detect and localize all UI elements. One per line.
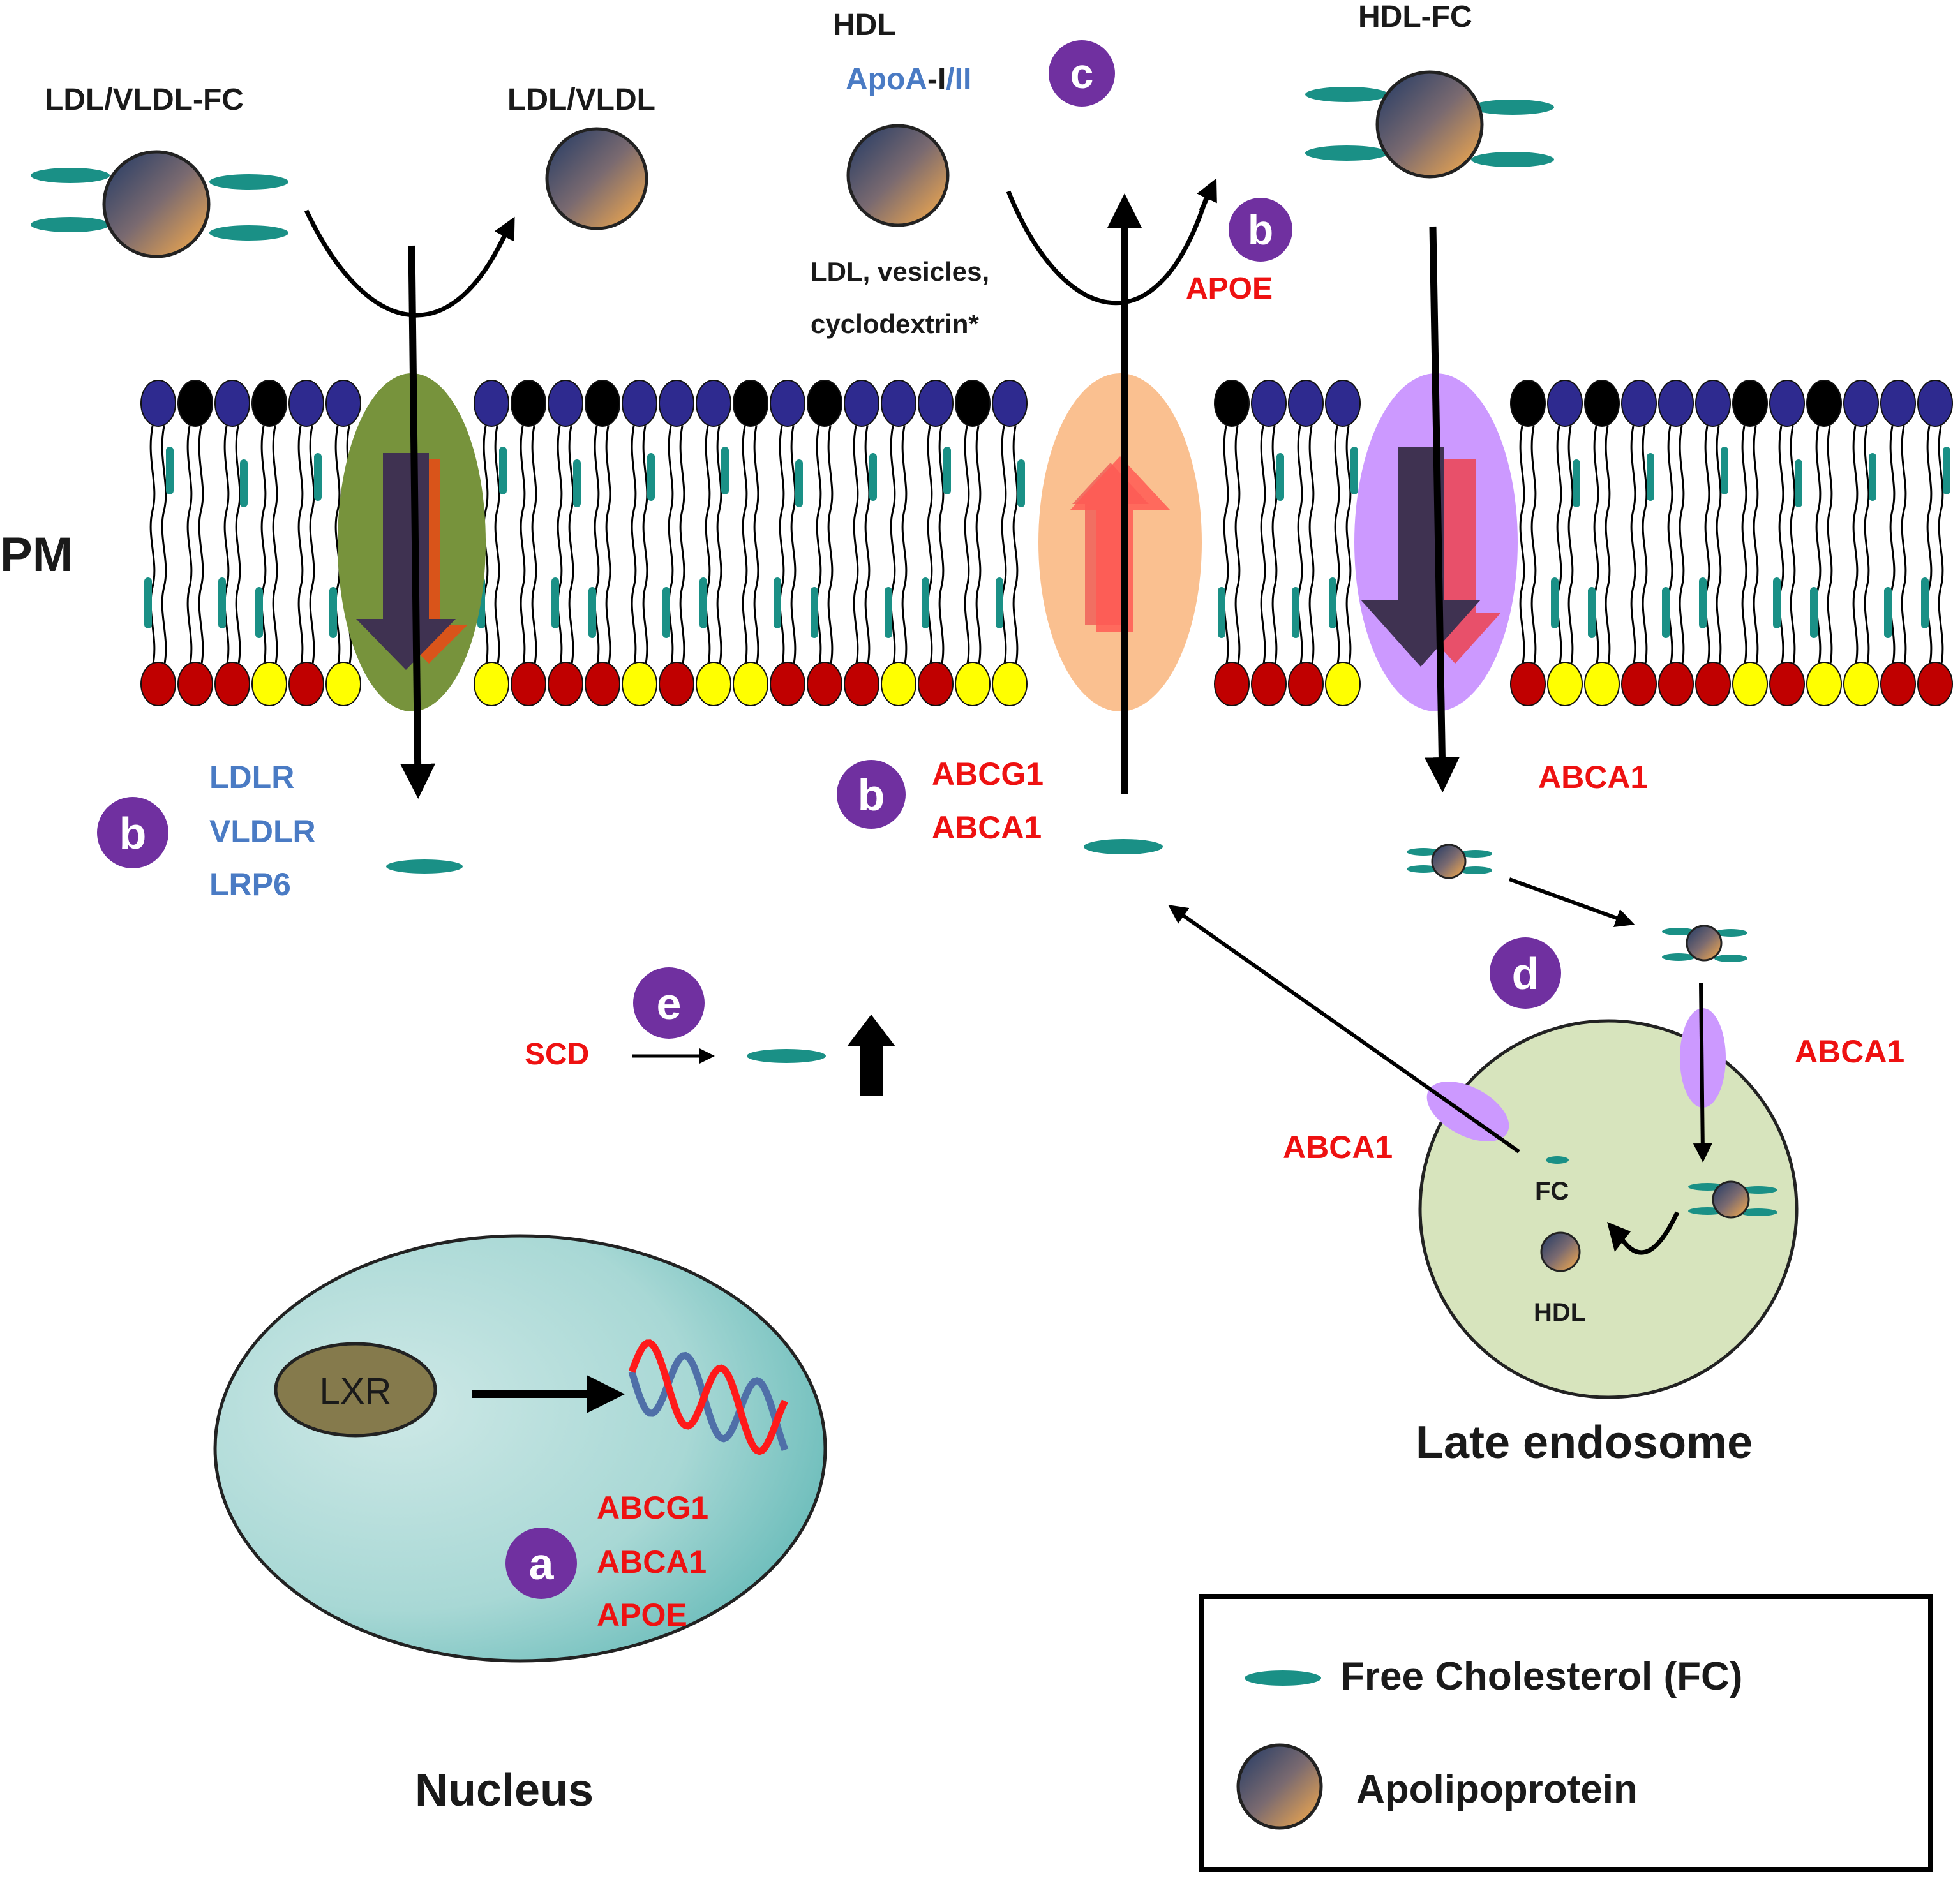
ldl-vldl-particle bbox=[545, 127, 648, 230]
svg-text:d: d bbox=[1512, 949, 1539, 999]
svg-text:c: c bbox=[1070, 50, 1094, 97]
ldl-exchange-curve bbox=[304, 209, 507, 318]
badge-b-mid: b bbox=[837, 760, 906, 829]
badge-c: c bbox=[1049, 40, 1115, 107]
abca1-endosome-left bbox=[1426, 1082, 1509, 1141]
hdl-fc-particle bbox=[1305, 70, 1554, 179]
label-nucleus: Nucleus bbox=[415, 1765, 594, 1816]
label-ldl-vldl-fc: LDL/VLDL-FC bbox=[45, 83, 244, 117]
svg-text:b: b bbox=[858, 770, 885, 820]
ldlr-influx-block-arrow bbox=[356, 453, 467, 670]
dna-helix-icon bbox=[628, 1339, 789, 1455]
label-lxr: LXR bbox=[320, 1371, 392, 1412]
small-hdl-fc-2 bbox=[1662, 925, 1747, 962]
svg-text:a: a bbox=[529, 1539, 555, 1589]
label-lrp6: LRP6 bbox=[209, 866, 291, 902]
label-hdl-top: HDL bbox=[833, 8, 896, 42]
label-abcg1-pm: ABCG1 bbox=[932, 756, 1044, 792]
endosome-entry-arrow bbox=[1693, 982, 1712, 1163]
endosome-hdl-fc bbox=[1688, 1180, 1777, 1219]
label-late-endosome: Late endosome bbox=[1416, 1417, 1753, 1468]
label-ldlr: LDLR bbox=[209, 759, 294, 795]
small-hdl-fc-1 bbox=[1407, 844, 1492, 879]
label-acceptors-1: LDL, vesicles, bbox=[811, 256, 989, 286]
endosome-exit-arrow bbox=[1168, 905, 1520, 1154]
endosome-hdl bbox=[1540, 1231, 1581, 1272]
label-abca1-nuc: ABCA1 bbox=[597, 1544, 707, 1580]
endosome-recycle-arrow bbox=[1619, 1211, 1680, 1255]
legend-apolipoprotein-icon bbox=[1236, 1743, 1323, 1830]
fc-ldlr-released bbox=[386, 859, 463, 874]
plasma-membrane bbox=[140, 380, 1953, 706]
label-vldlr: VLDLR bbox=[209, 814, 316, 849]
label-abca1-pm: ABCA1 bbox=[932, 810, 1042, 845]
label-abca1-right: ABCA1 bbox=[1538, 759, 1648, 795]
label-fc-inner: FC bbox=[1535, 1177, 1569, 1205]
fc-efflux-pool bbox=[1084, 839, 1163, 854]
lxr-oval bbox=[274, 1342, 437, 1438]
hdl-exchange-curve bbox=[1006, 190, 1209, 306]
label-abcg1-nuc: ABCG1 bbox=[597, 1490, 708, 1526]
fc-increase-arrow bbox=[847, 1015, 895, 1096]
nucleus bbox=[213, 1234, 827, 1663]
legend-fc-label: Free Cholesterol (FC) bbox=[1340, 1654, 1742, 1699]
label-apoa: ApoA-I/II bbox=[846, 63, 971, 96]
label-scd: SCD bbox=[525, 1037, 589, 1071]
label-acceptors-2: cyclodextrin* bbox=[811, 309, 979, 339]
badge-d: d bbox=[1490, 937, 1561, 1009]
hdl-particle-top bbox=[846, 124, 950, 227]
label-abca1-endosome-right: ABCA1 bbox=[1795, 1034, 1904, 1069]
endosome-fc bbox=[1546, 1156, 1569, 1164]
badge-b-top: b bbox=[1229, 198, 1292, 262]
label-ldl-vldl: LDL/VLDL bbox=[507, 83, 655, 117]
endocytosis-arrow-1 bbox=[1508, 877, 1635, 927]
badge-b-left: b bbox=[97, 797, 168, 868]
abcg1-efflux-block-arrow bbox=[1070, 456, 1171, 632]
legend-box bbox=[1199, 1594, 1933, 1872]
badge-a: a bbox=[505, 1528, 577, 1599]
label-apoe-top: APOE bbox=[1186, 272, 1273, 306]
legend-apolipoprotein-label: Apolipoprotein bbox=[1356, 1767, 1638, 1811]
badge-e: e bbox=[633, 967, 705, 1039]
svg-text:e: e bbox=[657, 979, 682, 1029]
fc-synthesized bbox=[747, 1049, 826, 1063]
label-abca1-endosome-left: ABCA1 bbox=[1283, 1129, 1393, 1165]
label-hdl-inner: HDL bbox=[1534, 1298, 1586, 1327]
abca1-uptake-arrow bbox=[1424, 226, 1460, 792]
label-hdl-fc: HDL-FC bbox=[1358, 0, 1472, 34]
legend-fc-icon bbox=[1245, 1670, 1321, 1686]
ldl-vldl-fc-particle bbox=[31, 150, 288, 258]
label-apoe-nuc: APOE bbox=[597, 1597, 687, 1633]
svg-text:b: b bbox=[119, 808, 147, 858]
label-pm: PM bbox=[0, 528, 73, 582]
ldlr-transport-arrow bbox=[400, 245, 436, 799]
svg-text:b: b bbox=[1248, 206, 1273, 253]
